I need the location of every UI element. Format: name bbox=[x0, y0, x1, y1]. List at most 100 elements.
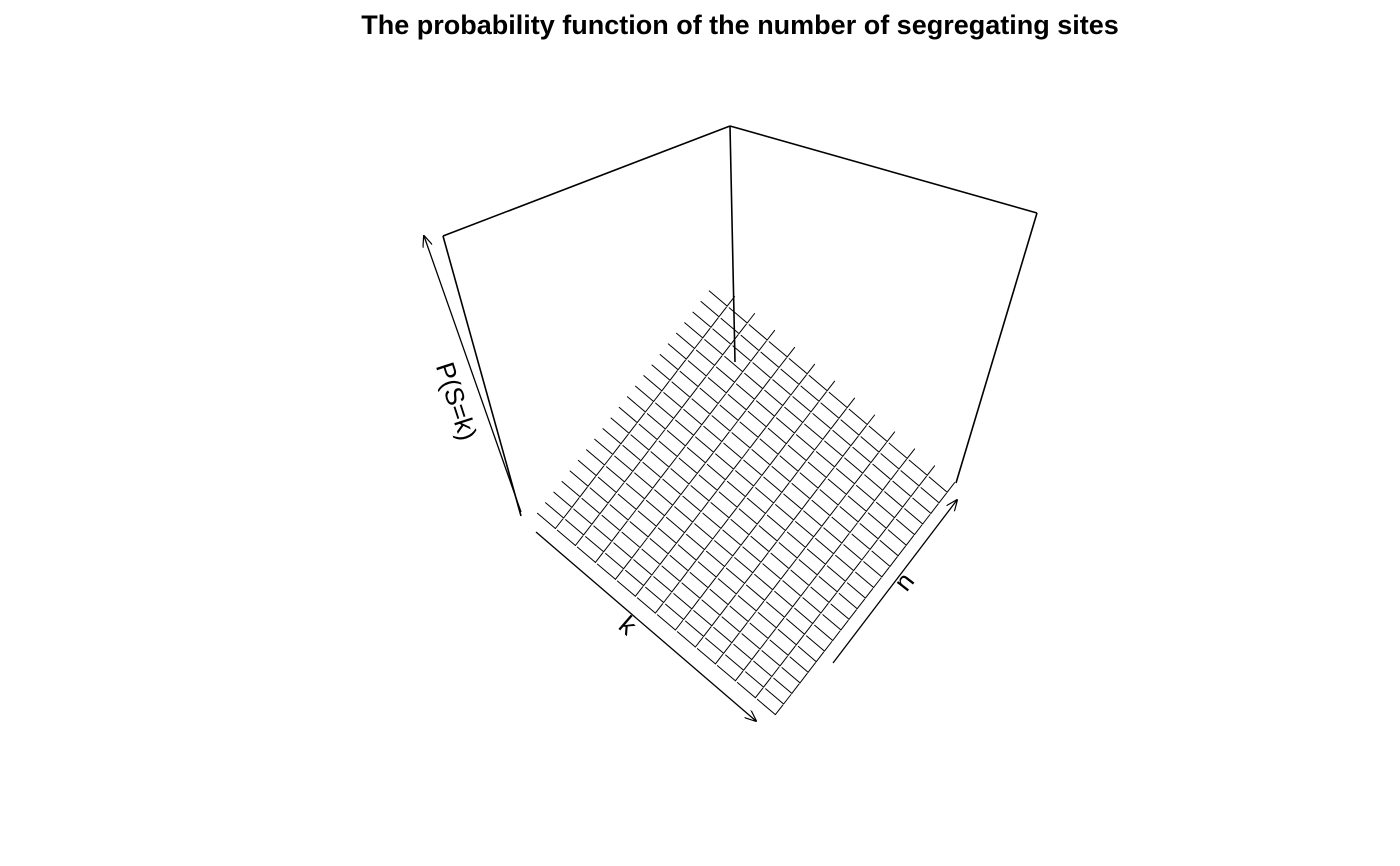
bar-k4-n16 bbox=[731, 432, 758, 449]
bar-k0-n22 bbox=[700, 301, 727, 318]
z-axis-arrow bbox=[424, 236, 522, 513]
bar-k4-n11 bbox=[690, 485, 717, 502]
bar-k0-n12 bbox=[618, 406, 646, 424]
bar-k8-n3 bbox=[705, 637, 732, 654]
n-axis-label: n bbox=[888, 567, 921, 597]
bar-k1-n9 bbox=[614, 455, 641, 472]
bar-k4-n15 bbox=[723, 442, 750, 459]
chart-title: The probability function of the number o… bbox=[361, 10, 1119, 40]
bar-k6-n6 bbox=[689, 572, 716, 589]
bar-k2-n4 bbox=[593, 525, 620, 542]
bar-k10-n15 bbox=[843, 544, 870, 561]
bar-k1-n8 bbox=[606, 466, 633, 483]
bar-k8-n13 bbox=[786, 531, 814, 548]
bar-k10-n10 bbox=[802, 597, 829, 614]
bar-k4-n19 bbox=[756, 400, 783, 417]
bar-k6-n20 bbox=[804, 423, 831, 440]
bar-k11-n14 bbox=[855, 571, 882, 588]
bar-k5-n4 bbox=[653, 576, 680, 593]
bar-k9-n16 bbox=[831, 516, 858, 533]
bar-k3-n17 bbox=[719, 404, 746, 421]
bar-k9-n15 bbox=[823, 527, 850, 544]
bar-k6-n22 bbox=[820, 402, 847, 419]
bar-k1-n7 bbox=[597, 476, 625, 493]
bar-k11-n18 bbox=[887, 529, 915, 546]
bar-k9-n14 bbox=[815, 538, 842, 555]
bar-k1-n14 bbox=[655, 402, 682, 419]
bar-k6-n12 bbox=[738, 508, 766, 525]
bar-k11-n15 bbox=[863, 561, 890, 578]
bar-k0-n8 bbox=[586, 449, 613, 466]
bar-k8-n9 bbox=[754, 574, 781, 591]
bar-k8-n15 bbox=[803, 510, 830, 527]
bar-k11-n4 bbox=[773, 677, 800, 694]
bar-k2-n20 bbox=[724, 356, 751, 373]
bar-k4-n9 bbox=[674, 506, 701, 523]
bar-k9-n13 bbox=[806, 548, 834, 565]
bar-k2-n3 bbox=[585, 536, 612, 553]
bar-k5-n2 bbox=[636, 597, 664, 614]
bar-k8-n8 bbox=[746, 584, 773, 601]
bar-k10-n13 bbox=[826, 565, 854, 582]
bar-k0-n15 bbox=[643, 375, 670, 392]
bar-k9-n8 bbox=[766, 601, 793, 618]
bar-k2-n15 bbox=[683, 409, 710, 426]
bar-k3-n15 bbox=[703, 425, 730, 443]
bar-k0-n11 bbox=[610, 417, 637, 434]
bar-k7-n2 bbox=[676, 631, 704, 648]
bar-k3-n8 bbox=[646, 500, 673, 517]
bar-k7-n21 bbox=[832, 430, 859, 447]
axes-group bbox=[424, 236, 957, 721]
bar-k5-n21 bbox=[792, 396, 819, 413]
box-edge-back-vertical bbox=[729, 125, 736, 363]
bar-k10-n16 bbox=[851, 533, 878, 550]
bar-k6-n23 bbox=[828, 391, 856, 409]
bar-k2-n13 bbox=[666, 430, 694, 447]
bar-k0-n4 bbox=[553, 491, 580, 508]
bars-group bbox=[536, 290, 956, 716]
bar-k10-n6 bbox=[769, 639, 796, 656]
bar-k1-n21 bbox=[712, 328, 739, 345]
bar-k8-n12 bbox=[778, 542, 806, 559]
bar-k7-n6 bbox=[709, 588, 736, 606]
bar-k11-n2 bbox=[756, 698, 784, 716]
bar-k11-n23 bbox=[928, 476, 956, 493]
bar-k4-n13 bbox=[706, 464, 734, 481]
bar-k6-n4 bbox=[673, 593, 700, 610]
bar-k3-n20 bbox=[744, 372, 771, 390]
bar-k11-n9 bbox=[814, 624, 841, 641]
bar-k5-n15 bbox=[743, 459, 770, 476]
bar-k4-n20 bbox=[764, 389, 791, 407]
bar-k1-n18 bbox=[687, 360, 715, 377]
bar-k7-n15 bbox=[783, 493, 810, 510]
bar-k5-n18 bbox=[767, 427, 795, 445]
bar-k10-n3 bbox=[745, 671, 772, 688]
bar-k0-n6 bbox=[569, 470, 596, 487]
z-axis-label: P(S=k) bbox=[430, 358, 483, 444]
bar-k4-n5 bbox=[641, 548, 668, 565]
bar-k9-n11 bbox=[790, 569, 817, 586]
bar-k7-n14 bbox=[775, 504, 802, 521]
bar-k10-n23 bbox=[908, 459, 936, 476]
bar-k1-n15 bbox=[663, 392, 690, 409]
bar-k4-n21 bbox=[772, 379, 799, 396]
bar-k7-n3 bbox=[685, 620, 712, 637]
bar-k10-n4 bbox=[753, 660, 780, 677]
bar-k9-n19 bbox=[856, 485, 883, 502]
bar-k8-n11 bbox=[770, 552, 797, 570]
bar-k0-n7 bbox=[577, 459, 605, 477]
bar-k10-n22 bbox=[900, 470, 927, 487]
bar-k9-n17 bbox=[839, 506, 866, 523]
bar-k3-n14 bbox=[695, 436, 722, 453]
bar-k5-n12 bbox=[718, 491, 746, 508]
bar-k4-n10 bbox=[682, 495, 709, 512]
bar-k6-n16 bbox=[771, 466, 798, 483]
bar-k5-n14 bbox=[735, 470, 762, 487]
bar-k2-n19 bbox=[716, 366, 743, 383]
bar-k0-n14 bbox=[635, 385, 662, 402]
bar-k2-n12 bbox=[658, 440, 686, 457]
bar-k10-n19 bbox=[876, 501, 903, 519]
bar-k0-n16 bbox=[651, 364, 678, 381]
bar-k0-n23 bbox=[708, 290, 736, 307]
